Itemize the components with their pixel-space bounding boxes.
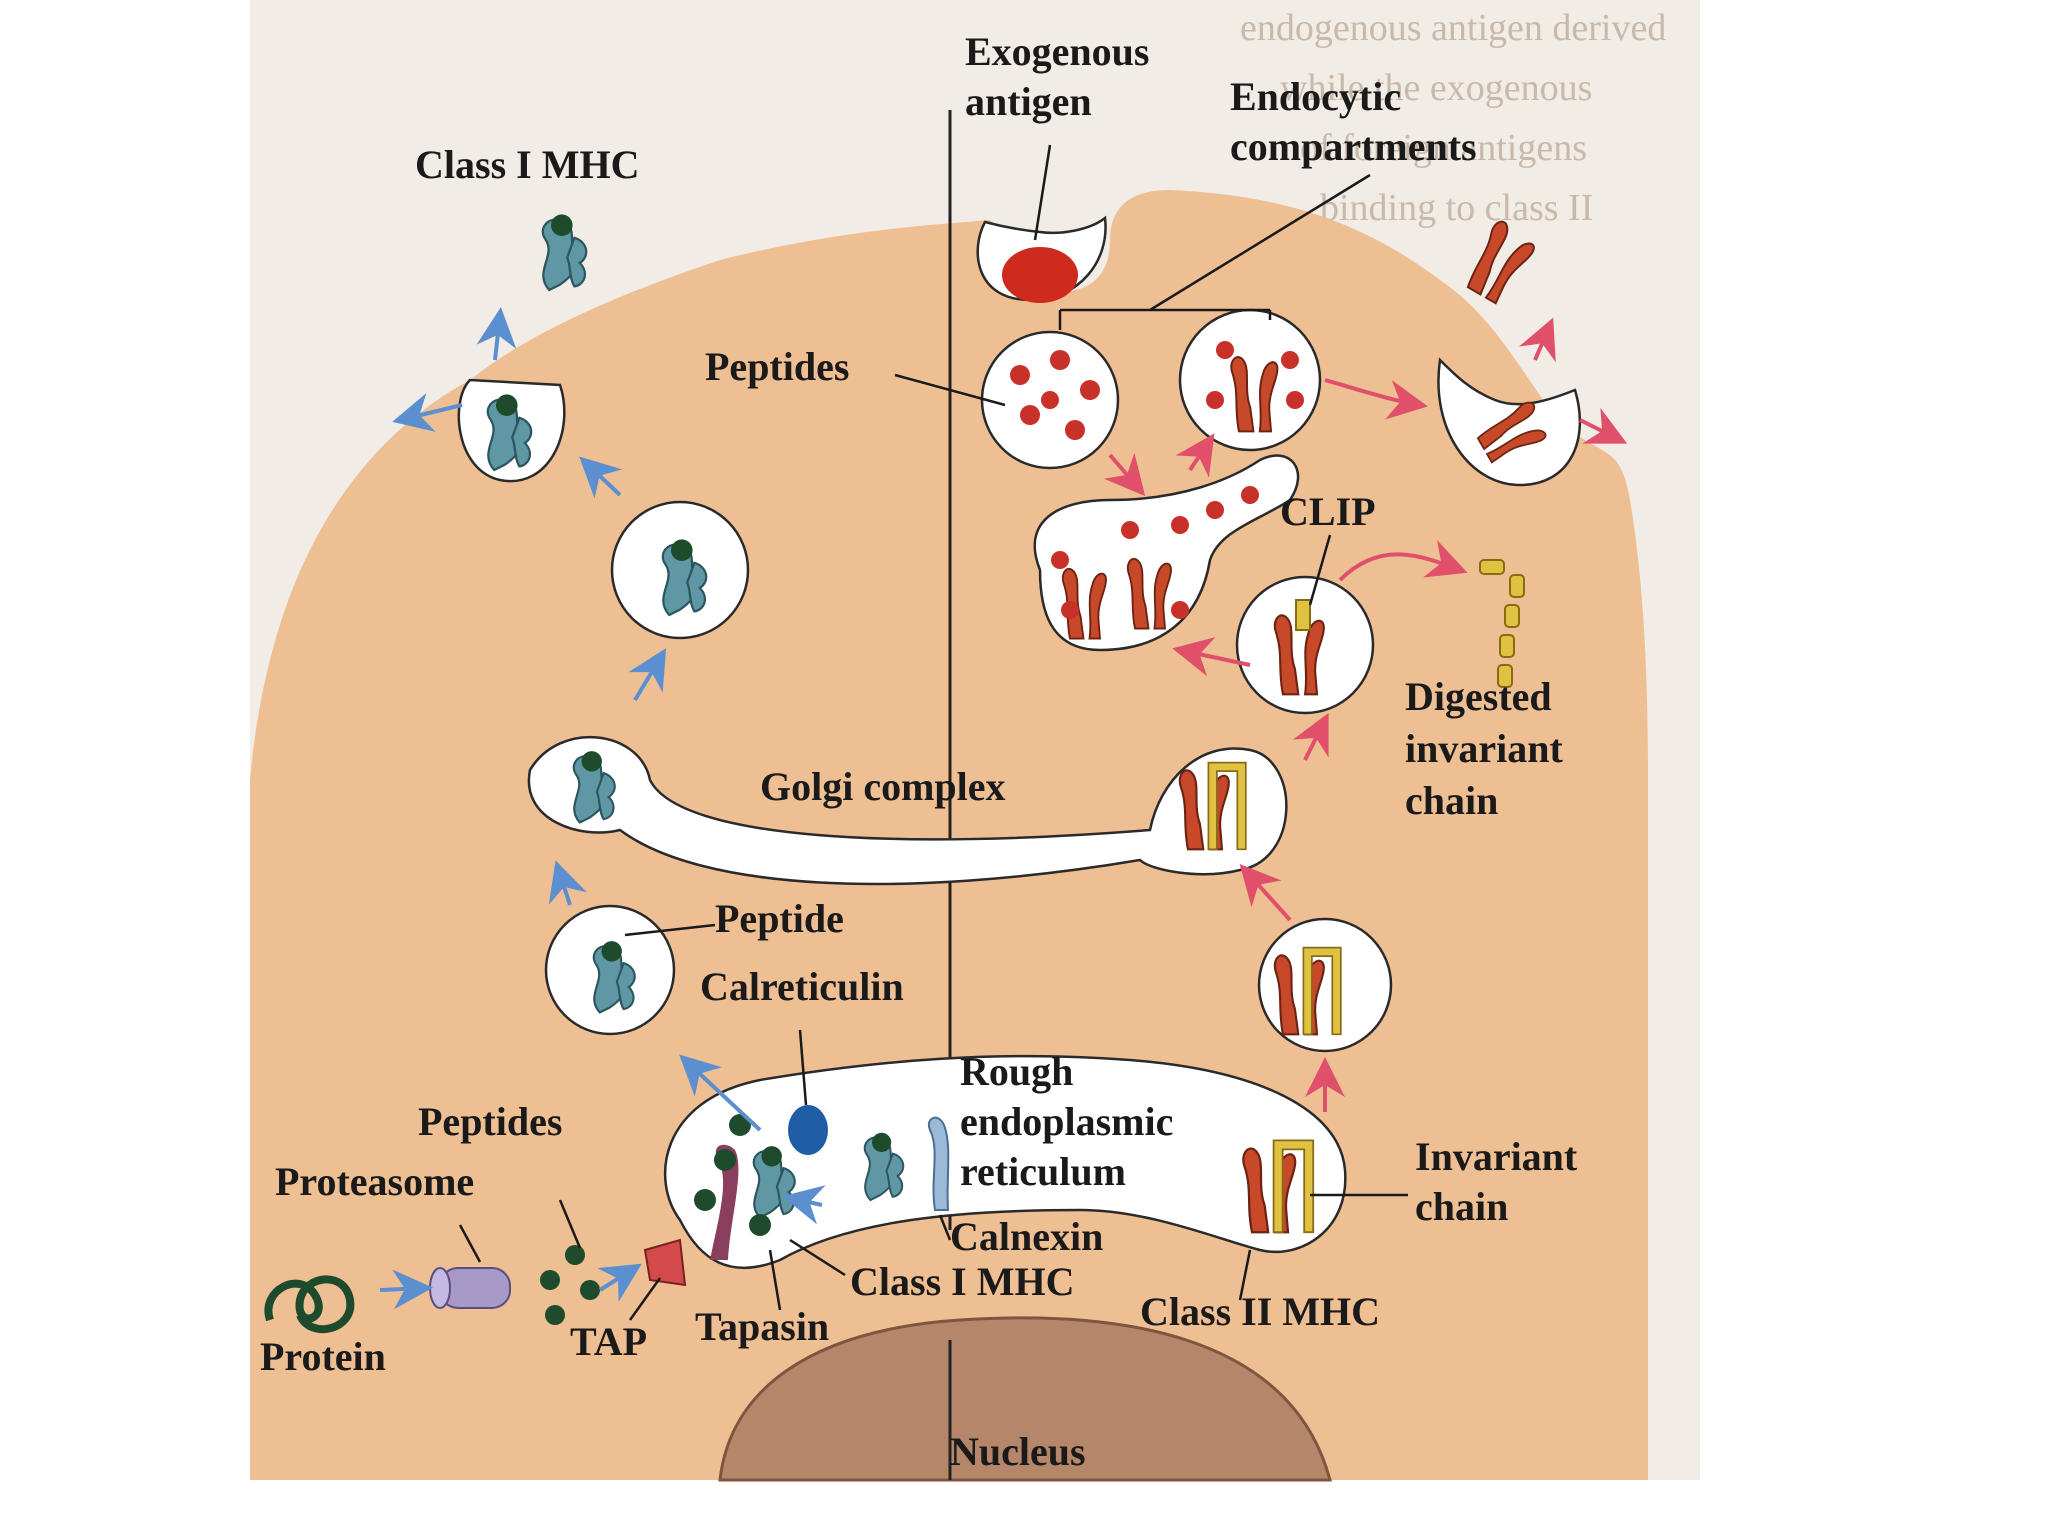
- protein-coil: [264, 1275, 355, 1334]
- label-digested-line3: chain: [1405, 778, 1498, 823]
- label-golgi-complex: Golgi complex: [760, 764, 1006, 809]
- label-tapasin: Tapasin: [695, 1304, 829, 1349]
- proteasome-cylinder: [429, 1267, 511, 1309]
- label-digested-line1: Digested: [1405, 674, 1552, 719]
- clip-fragment: [1295, 599, 1311, 631]
- nucleus: [718, 1316, 1332, 1482]
- label-calnexin: Calnexin: [950, 1214, 1103, 1259]
- label-digested-line2: invariant: [1405, 726, 1563, 771]
- golgi-complex: [527, 735, 1288, 886]
- calnexin-molecule: [927, 1116, 950, 1211]
- endosome-peptide-dots: [1010, 341, 1304, 619]
- label-calreticulin: Calreticulin: [700, 964, 904, 1009]
- label-class-ii-mhc: Class II MHC: [1140, 1289, 1380, 1334]
- label-tap: TAP: [570, 1319, 647, 1364]
- label-endocytic-compartments-line2: compartments: [1230, 124, 1477, 169]
- label-rough-er-line3: reticulum: [960, 1149, 1126, 1194]
- svg-text:while the exogenous: while the exogenous: [1280, 67, 1592, 109]
- tap-transporter: [643, 1238, 687, 1287]
- label-rough-er-line2: endoplasmic: [960, 1099, 1173, 1144]
- label-nucleus: Nucleus: [950, 1429, 1086, 1474]
- svg-text:of foreign antigens: of foreign antigens: [1300, 127, 1587, 169]
- label-endocytic-compartments-line1: Endocytic: [1230, 74, 1401, 119]
- cytosolic-peptides: [540, 1245, 600, 1325]
- class-ii-arrows: [1103, 317, 1628, 1112]
- label-peptides-bottom: Peptides: [418, 1099, 562, 1144]
- svg-text:endogenous antigen derived: endogenous antigen derived: [1240, 7, 1666, 49]
- label-class-i-mhc-top: Class I MHC: [415, 142, 639, 187]
- tapasin-molecule: [710, 1144, 739, 1260]
- calreticulin-molecule: [788, 1105, 828, 1155]
- label-invariant-chain-line1: Invariant: [1415, 1134, 1578, 1179]
- svg-text:binding to class II: binding to class II: [1320, 187, 1593, 229]
- label-peptide: Peptide: [715, 896, 844, 941]
- digested-invariant-chain: [1479, 559, 1525, 688]
- leader-lines: [458, 144, 1408, 1321]
- er-peptides: [694, 1114, 771, 1236]
- label-rough-er-line1: Rough: [960, 1049, 1073, 1094]
- label-invariant-chain-line2: chain: [1415, 1184, 1508, 1229]
- label-exogenous-antigen-line2: antigen: [965, 79, 1092, 124]
- label-peptides-top: Peptides: [705, 344, 849, 389]
- labels: Exogenous antigen Endocytic compartments…: [260, 29, 1578, 1474]
- label-proteasome: Proteasome: [275, 1159, 474, 1204]
- label-class-i-mhc-bottom: Class I MHC: [850, 1259, 1074, 1304]
- label-clip: CLIP: [1280, 489, 1376, 534]
- exogenous-antigen-particle: [1002, 247, 1078, 303]
- label-protein: Protein: [260, 1334, 386, 1379]
- label-exogenous-antigen-line1: Exogenous: [965, 29, 1150, 74]
- class-i-arrows: [379, 307, 826, 1310]
